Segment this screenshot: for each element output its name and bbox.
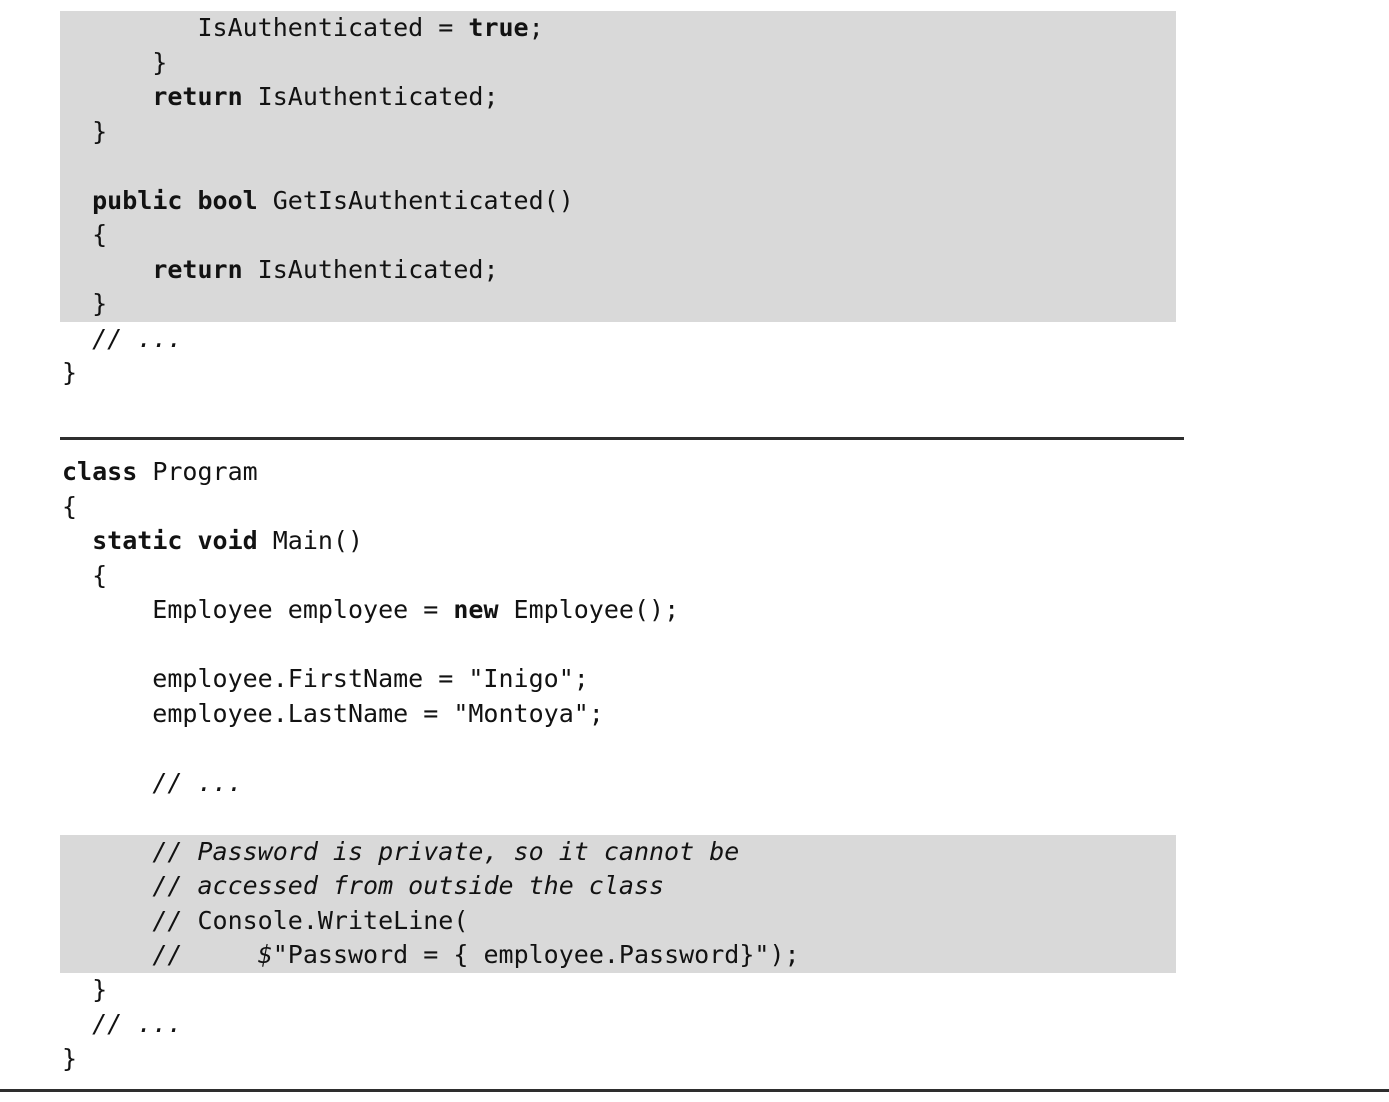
code-segment [62,837,152,866]
code-segment [62,1009,92,1038]
code-segment: // accessed from outside the class [152,871,665,900]
code-line: return IsAuthenticated; [60,252,1176,287]
code-segment: ; [528,13,544,42]
code-line: } [60,1042,1176,1077]
code-line: static void Main() [60,524,1176,559]
code-line: // ... [60,1007,1176,1042]
code-segment [62,871,152,900]
code-segment: IsAuthenticated; [242,82,499,111]
code-segment: "Password = { employee.Password}"); [272,940,800,969]
code-line: public bool GetIsAuthenticated() [60,183,1176,218]
code-line: { [60,559,1176,594]
code-line: } [60,356,1176,391]
code-segment: } [62,289,108,318]
code-line: return IsAuthenticated; [60,80,1176,115]
code-segment: $ [257,940,273,969]
code-line: Employee employee = new Employee(); [60,593,1176,628]
code-segment: public bool [92,185,258,215]
code-segment: // [152,940,183,969]
code-segment [62,186,92,215]
listing-divider [60,437,1184,440]
code-segment: class [62,457,138,486]
code-segment: } [62,974,108,1004]
code-segment [62,526,92,555]
code-line: // Console.WriteLine( [60,903,1176,938]
code-line: // ... [60,322,1176,357]
code-line: // Password is private, so it cannot be [60,834,1176,869]
code-segment: { [62,560,108,590]
code-segment: // Password is private, so it cannot be [152,836,740,866]
code-line: IsAuthenticated = true; [60,11,1176,46]
code-line: employee.LastName = "Montoya"; [60,697,1176,732]
code-segment: IsAuthenticated; [242,254,499,284]
code-segment: } [62,358,78,387]
code-segment [182,940,257,969]
code-segment: new [453,595,499,624]
code-segment: IsAuthenticated = [62,13,469,42]
code-line [60,800,1176,835]
code-line: employee.FirstName = "Inigo"; [60,662,1176,697]
code-segment: return [152,82,243,111]
code-segment: employee.LastName = "Montoya"; [62,698,604,728]
code-segment: static void [92,526,258,555]
code-segment: Employee(); [498,595,680,624]
code-segment: Main() [257,526,364,555]
code-segment: { [62,491,78,521]
code-segment [62,324,92,353]
code-listing-employee: IsAuthenticated = true; } return IsAuthe… [60,11,1176,391]
code-line [60,628,1176,663]
code-line: class Program [60,455,1176,490]
code-segment: // [152,905,183,935]
code-line: } [60,973,1176,1008]
code-segment: // ... [152,767,243,797]
code-line: { [60,218,1176,253]
code-listing-program: class Program{ static void Main() { Empl… [60,455,1176,1076]
code-segment: Console.WriteLine( [182,905,469,935]
code-segment: true [468,13,529,42]
code-line: // accessed from outside the class [60,869,1176,904]
page-bottom-rule [0,1089,1389,1092]
code-line [60,149,1176,184]
code-line: } [60,45,1176,80]
code-segment: employee.FirstName = "Inigo"; [62,664,589,693]
code-segment: GetIsAuthenticated() [257,185,574,215]
code-segment [62,82,152,111]
code-segment [62,768,152,797]
code-line: } [60,287,1176,322]
code-segment: { [62,220,108,249]
code-segment: Program [137,457,258,486]
code-segment: } [62,1043,78,1073]
code-segment: } [62,116,108,146]
code-line: } [60,114,1176,149]
code-segment [62,255,152,284]
code-segment: return [152,254,243,284]
code-line [60,731,1176,766]
code-line: // ... [60,766,1176,801]
code-segment: Employee employee = [62,595,454,624]
code-segment: // ... [92,323,183,353]
code-line: { [60,490,1176,525]
code-segment [62,940,152,969]
code-segment: // ... [92,1009,183,1038]
code-segment [62,906,152,935]
code-segment: } [62,47,168,77]
code-line: // $"Password = { employee.Password}"); [60,938,1176,973]
